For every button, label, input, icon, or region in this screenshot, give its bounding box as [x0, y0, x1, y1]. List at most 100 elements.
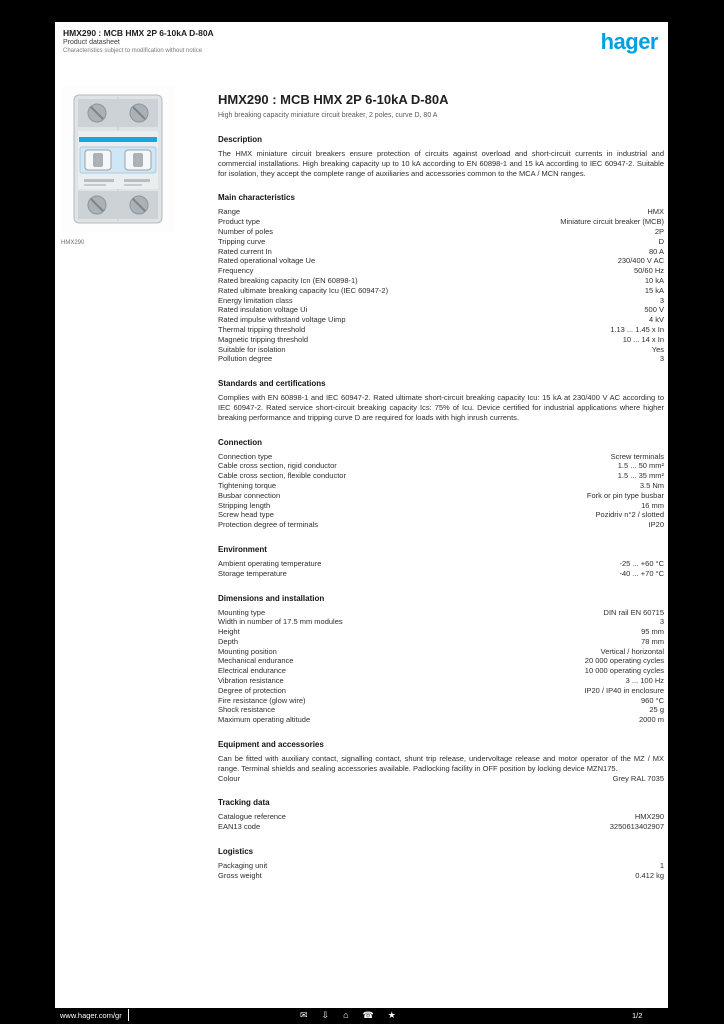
spec-value: 78 mm [641, 636, 664, 646]
spec-label: Electrical endurance [218, 666, 286, 676]
phone-icon[interactable]: ☎ [362, 1010, 374, 1020]
spec-row: Protection degree of terminals IP20 [218, 520, 664, 530]
spec-value: 1.13 ... 1.45 x In [610, 324, 664, 334]
spec-label: Packaging unit [218, 861, 268, 871]
spec-value: -25 ... +60 °C [619, 558, 664, 568]
spec-label: Frequency [218, 266, 254, 276]
product-image-column: HMX290 [61, 86, 211, 247]
spec-value: 1.5 ... 35 mm² [617, 471, 664, 481]
spec-value: 16 mm [641, 500, 664, 510]
spec-label: Rated ultimate breaking capacity Icu (IE… [218, 285, 389, 295]
spec-value: Yes [651, 344, 664, 354]
footer-icons: ✉ ⇩ ⌂ ☎ ★ [300, 1009, 396, 1021]
spec-label: Number of poles [218, 226, 274, 236]
spec-value: Pozidriv n°2 / slotted [595, 510, 664, 520]
header-doc-type: Product datasheet [63, 39, 120, 46]
section-heading: Tracking data [218, 798, 270, 808]
spec-value: HMX [647, 207, 664, 217]
spec-value: 1.5 ... 50 mm² [617, 461, 664, 471]
spec-label: Tripping curve [218, 236, 266, 246]
spec-row: Fire resistance (glow wire)960 °C [218, 696, 664, 706]
spec-label: Rated operational voltage Ue [218, 256, 316, 266]
spec-row: Screw head type Pozidriv n°2 / slotted [218, 510, 664, 520]
footer-url-link[interactable]: www.hager.com/gr [60, 1011, 122, 1020]
star-icon[interactable]: ★ [387, 1010, 396, 1020]
spec-label: Thermal tripping threshold [218, 324, 306, 334]
spec-label: Rated insulation voltage Ui [218, 305, 308, 315]
spec-row: Ambient operating temperature -25 ... +60… [218, 559, 664, 569]
home-icon[interactable]: ⌂ [343, 1010, 349, 1020]
spec-label: Shock resistance [218, 705, 276, 715]
spec-value: 50/60 Hz [633, 266, 664, 276]
spec-row: Rated ultimate breaking capacity Icu (IE… [218, 286, 664, 296]
spec-value: Screw terminals [610, 451, 664, 461]
spec-label: Tightening torque [218, 480, 277, 490]
spec-label: Mechanical endurance [218, 656, 294, 666]
header-disclaimer: Characteristics subject to modification … [63, 48, 203, 54]
page-title: HMX290 : MCB HMX 2P 6-10kA D-80A [218, 92, 449, 107]
spec-value: 3 ... 100 Hz [625, 676, 664, 686]
spec-row: Number of poles 2P [218, 227, 664, 237]
spec-value: -40 ... +70 °C [619, 568, 664, 578]
spec-label: Magnetic tripping threshold [218, 334, 309, 344]
spec-value: 80 A [648, 246, 664, 256]
spec-label: Cable cross section, rigid conductor [218, 461, 337, 471]
spec-label: Vibration resistance [218, 676, 284, 686]
spec-value: IP20 [648, 520, 664, 530]
spec-value: 3 [659, 354, 664, 364]
spec-row: Vibration resistance 3 ... 100 Hz [218, 676, 664, 686]
spec-label: Screw head type [218, 510, 274, 520]
spec-value: 10 000 operating cycles [584, 666, 664, 676]
section-heading: Description [218, 135, 263, 144]
page-subtitle: High breaking capacity miniature circuit… [218, 112, 438, 119]
spec-label: Fire resistance (glow wire) [218, 695, 306, 705]
spec-row: Cable cross section, rigid conductor 1.5 … [218, 461, 664, 471]
section-heading: Connection [218, 437, 262, 447]
spec-label: Height [218, 627, 240, 637]
page-header: HMX290 : MCB HMX 2P 6-10kA D-80A Product… [63, 28, 660, 55]
spec-label: Width in number of 17.5 mm modules [218, 617, 343, 627]
spec-label: Cable cross section, flexible conductor [218, 471, 346, 481]
spec-label: Rated impulse withstand voltage Uimp [218, 315, 346, 325]
spec-value: 1 [659, 861, 664, 871]
download-icon[interactable]: ⇩ [321, 1010, 330, 1020]
spec-label: Ambient operating temperature [218, 558, 322, 568]
spec-value: 10 kA [644, 275, 664, 285]
hager-logo: hager [600, 29, 659, 54]
spec-label: Catalogue reference [218, 812, 286, 822]
mail-icon[interactable]: ✉ [300, 1010, 308, 1020]
spec-value: 25 g [649, 705, 664, 715]
spec-value: DIN rail EN 60715 [603, 607, 664, 617]
spec-label: Protection degree of terminals [218, 520, 319, 530]
spec-value: 2P [654, 226, 664, 236]
page-footer: www.hager.com/gr ✉⇩⌂☎★ 1/2 [0, 1008, 724, 1024]
section-heading: Logistics [218, 847, 254, 857]
spec-label: Storage temperature [218, 568, 287, 578]
product-image [61, 86, 175, 232]
footer-divider [128, 1009, 129, 1021]
spec-value: 15 kA [644, 285, 664, 295]
spec-row: Frequency 50/60 Hz [218, 266, 664, 276]
spec-label: Mounting position [218, 646, 277, 656]
spec-value: 3250613402907 [609, 822, 664, 832]
